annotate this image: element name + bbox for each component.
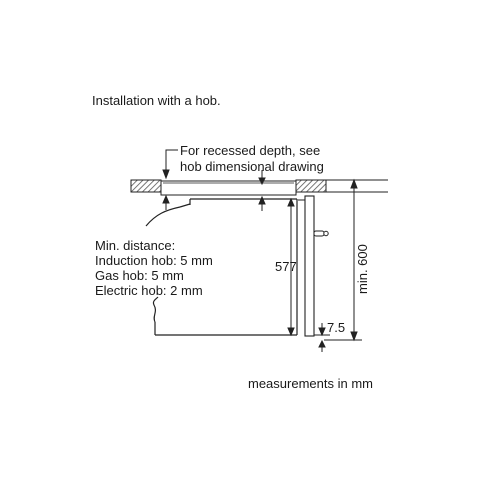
min-distance-heading: Min. distance: [95, 238, 176, 253]
min-distance-induction: Induction hob: 5 mm [95, 253, 213, 268]
dimension-niche [324, 178, 362, 342]
min-distance-gas: Gas hob: 5 mm [95, 268, 184, 283]
recessed-depth-note-line1: For recessed depth, see [180, 143, 321, 158]
dimension-gap [314, 323, 330, 352]
min-distance-arrows [162, 194, 266, 211]
recessed-depth-note-line2: hob dimensional drawing [180, 159, 324, 174]
hob [160, 180, 297, 196]
dimension-height [287, 197, 295, 337]
door-knob-icon [313, 230, 329, 237]
oven-body [145, 198, 298, 336]
diagram-title: Installation with a hob. [92, 93, 221, 108]
oven-door [298, 195, 315, 337]
min-distance-electric: Electric hob: 2 mm [95, 283, 203, 298]
recessed-depth-leaders [162, 149, 266, 186]
dimension-gap-label: 7.5 [327, 320, 345, 335]
dimension-niche-label: min. 600 [355, 244, 370, 294]
dimension-height-label: 577 [275, 259, 297, 274]
units-note: measurements in mm [248, 376, 373, 391]
